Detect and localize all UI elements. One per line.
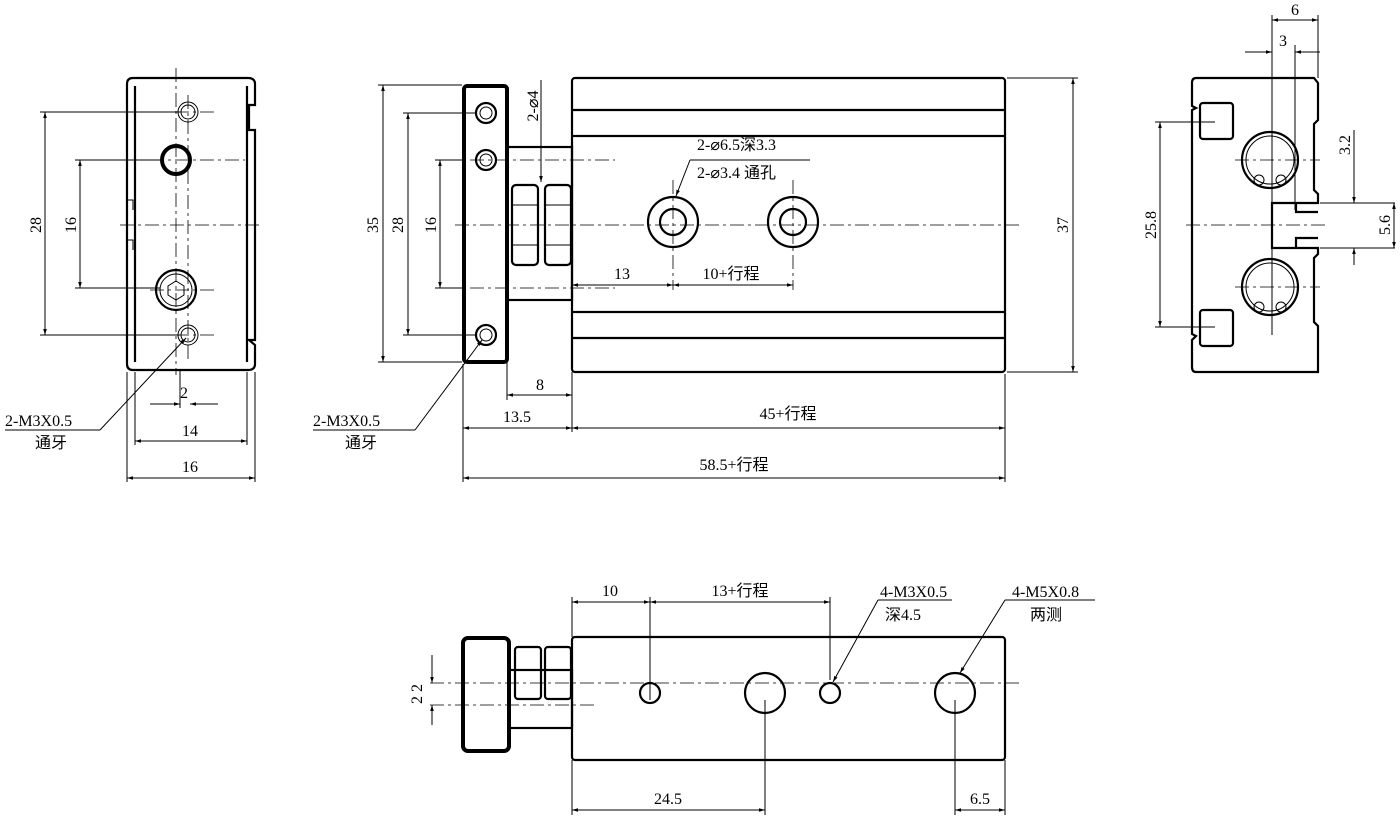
callout-m3-thread-label: 通牙 xyxy=(35,434,67,452)
callout-m3-thread-label: 通牙 xyxy=(345,434,377,452)
callout-m3-label: 4-M3X0.5 xyxy=(880,584,947,601)
callout-m3-depth-label: 深4.5 xyxy=(885,606,921,624)
hole-callout-through: 2-⌀3.4 通孔 xyxy=(697,164,776,182)
dim-13: 13 xyxy=(614,266,630,283)
hole-callout-counterbore: 2-⌀6.5深3.3 xyxy=(697,136,776,154)
callout-m5-sides-label: 两测 xyxy=(1030,606,1062,624)
dim-37: 37 xyxy=(1055,217,1072,233)
callout-m5-label: 4-M5X0.8 xyxy=(1012,584,1079,601)
dim-16: 16 xyxy=(63,217,80,233)
dim-6-5: 6.5 xyxy=(970,791,990,808)
dim-10: 10 xyxy=(602,583,618,600)
dim-13-5: 13.5 xyxy=(503,409,531,426)
dim-13-stroke: 13+行程 xyxy=(711,582,768,600)
dim-58-5-stroke: 58.5+行程 xyxy=(699,456,768,474)
dim-16: 16 xyxy=(423,217,440,233)
front-view: 35 28 16 37 2-⌀4 2-⌀6.5深3.3 2-⌀3.4 通孔 13… xyxy=(313,76,1078,482)
dim-14: 14 xyxy=(182,423,198,440)
dim-phi4: 2-⌀4 xyxy=(525,91,542,122)
dim-2: 2 xyxy=(180,385,188,402)
callout-m3-label: 2-M3X0.5 xyxy=(5,413,72,430)
dim-28: 28 xyxy=(28,217,45,233)
dim-3: 3 xyxy=(1279,33,1287,50)
callout-m3-label: 2-M3X0.5 xyxy=(313,413,380,430)
dim-35: 35 xyxy=(365,217,382,233)
dim-5-6: 5.6 xyxy=(1377,215,1394,235)
dim-8: 8 xyxy=(536,377,544,394)
dim-3-2: 3.2 xyxy=(1337,135,1354,155)
left-end-view: 28 16 2 14 16 2-M3X0.5 通牙 xyxy=(5,68,262,482)
dim-25-8: 25.8 xyxy=(1143,211,1160,239)
dim-22: 2 2 xyxy=(409,684,426,704)
bottom-view: 10 13+行程 24.5 6.5 2 2 4-M3X0.5 深4.5 4-M5… xyxy=(409,582,1095,815)
dim-6: 6 xyxy=(1291,2,1299,19)
dim-28: 28 xyxy=(390,217,407,233)
dim-10-stroke: 10+行程 xyxy=(702,265,759,283)
dim-16-width: 16 xyxy=(182,459,198,476)
dim-45-stroke: 45+行程 xyxy=(759,405,816,423)
right-end-view: 6 3 3.2 5.6 25.8 xyxy=(1143,2,1396,374)
dim-24-5: 24.5 xyxy=(654,791,682,808)
